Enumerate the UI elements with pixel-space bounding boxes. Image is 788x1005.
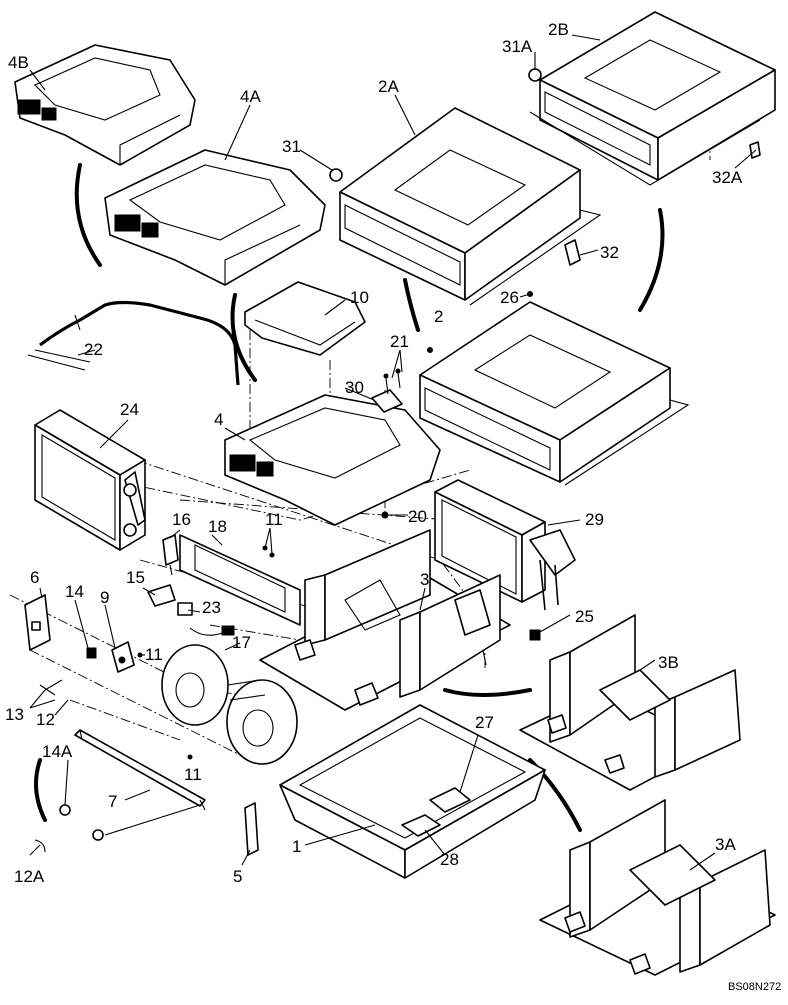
callout-4B: 4B (8, 53, 29, 72)
callout-14A: 14A (42, 742, 73, 761)
part-14-switch (86, 647, 97, 659)
callout-labels: 4B 4A 2A 2B 31A 31 32 32A 26 10 2 22 21 … (5, 20, 781, 993)
part-16-sensor (162, 534, 179, 576)
part-10-cover (244, 281, 366, 356)
part-15-clip (147, 584, 176, 607)
part-6-bracket (24, 594, 51, 651)
callout-4A: 4A (240, 87, 261, 106)
callout-13: 13 (5, 705, 24, 724)
callout-22: 22 (84, 340, 103, 359)
callout-20: 20 (408, 507, 427, 526)
callout-21: 21 (390, 332, 409, 351)
callout-2: 2 (434, 307, 443, 326)
callout-30: 30 (345, 378, 364, 397)
callout-5: 5 (233, 867, 242, 886)
callout-18: 18 (208, 517, 227, 536)
callout-27: 27 (475, 713, 494, 732)
part-5-bracket (244, 802, 259, 856)
callout-15: 15 (126, 568, 145, 587)
callout-3: 3 (420, 570, 429, 589)
part-17-blowers (161, 644, 298, 765)
fastener-hardware (34, 68, 761, 853)
callout-11-mid: 11 (145, 645, 163, 664)
callout-17: 17 (232, 633, 251, 652)
part-22-hose (27, 300, 240, 386)
callout-2B: 2B (548, 20, 569, 39)
part-1-base-tray (279, 704, 546, 879)
callout-11-low: 11 (184, 765, 202, 784)
callout-6: 6 (30, 568, 39, 587)
callout-1: 1 (292, 837, 301, 856)
callout-12A: 12A (14, 867, 45, 886)
callout-3A: 3A (715, 835, 736, 854)
callout-10: 10 (350, 288, 369, 307)
callout-16: 16 (172, 510, 191, 529)
callout-29: 29 (585, 510, 604, 529)
motion-arcs (34, 163, 665, 832)
part-2B-housing (529, 11, 776, 186)
callout-26: 26 (500, 288, 519, 307)
part-3A-housing-half (539, 799, 776, 976)
callout-25: 25 (575, 607, 594, 626)
callout-31: 31 (282, 137, 301, 156)
part-2-housing (419, 301, 690, 486)
part-23-relay (177, 602, 235, 636)
callout-32A: 32A (712, 168, 743, 187)
callout-12: 12 (36, 710, 55, 729)
callout-14: 14 (65, 582, 84, 601)
callout-32: 32 (600, 243, 619, 262)
part-3-center-housing (259, 529, 511, 711)
drawing-code: BS08N272 (728, 981, 781, 993)
callout-23: 23 (202, 598, 221, 617)
callout-31A: 31A (502, 37, 533, 56)
part-29-evaporator (434, 479, 576, 611)
callout-9: 9 (100, 588, 109, 607)
leader-lines (29, 34, 757, 871)
part-4B-frame (14, 44, 196, 166)
callout-24: 24 (120, 400, 139, 419)
part-4A-frame (104, 149, 326, 286)
callout-28: 28 (440, 850, 459, 869)
callout-11-top: 11 (265, 510, 283, 529)
part-24-heater-core (34, 409, 146, 551)
part-9-control (111, 641, 135, 673)
part-18-panel (179, 534, 301, 626)
callout-2A: 2A (378, 77, 399, 96)
callout-4: 4 (214, 410, 223, 429)
part-7-rail (74, 729, 206, 811)
part-4-frame (224, 394, 441, 526)
callout-7: 7 (108, 792, 117, 811)
part-3B-housing-half (519, 614, 741, 791)
part-2A-housing (339, 107, 602, 306)
callout-3B: 3B (658, 653, 679, 672)
part-30-bracket (371, 368, 403, 413)
